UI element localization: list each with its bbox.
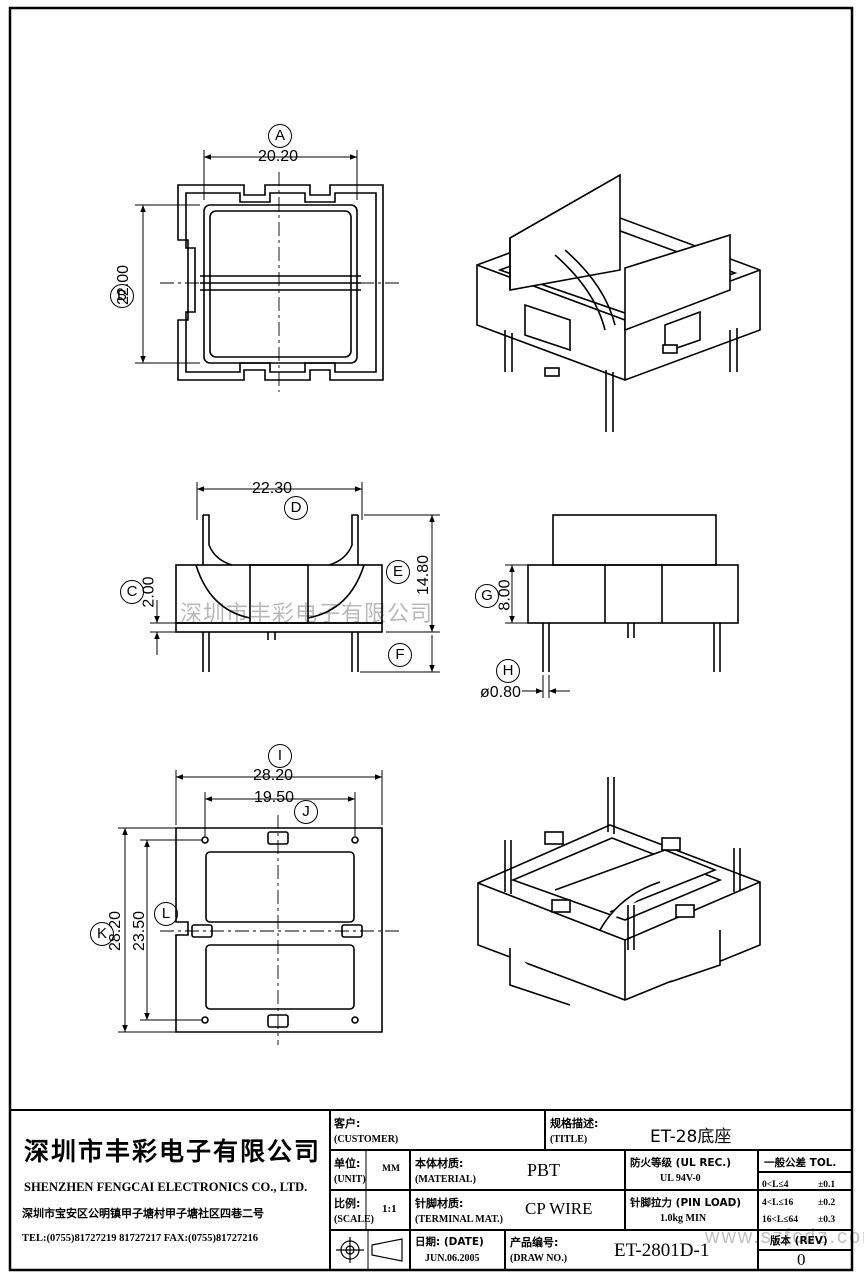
iso-view-top <box>476 173 761 432</box>
draw-no-value: ET-2801D-1 <box>614 1240 710 1261</box>
title-label-cn: 规格描述: <box>550 1117 599 1130</box>
front-view <box>175 514 383 672</box>
title-value: ET-28底座 <box>650 1127 732 1147</box>
dim-label-g: 8.00 <box>496 579 514 611</box>
watermark-text: 深圳市丰彩电子有限公司 <box>180 602 434 627</box>
callout-d: D <box>284 496 308 520</box>
callout-a: A <box>268 124 292 148</box>
material-label-en: (MATERIAL) <box>415 1174 476 1185</box>
top-view <box>160 172 400 392</box>
callout-b: B <box>110 284 134 308</box>
dim-a <box>203 150 358 200</box>
unit-label-cn: 单位: <box>334 1157 361 1170</box>
tol-value-2: ±0.2 <box>818 1198 836 1208</box>
scale-label-en: (SCALE) <box>334 1214 375 1225</box>
date-value: JUN.06.2005 <box>425 1253 480 1264</box>
callout-k: K <box>90 922 114 946</box>
company-contact: TEL:(0755)81727219 81727217 FAX:(0755)81… <box>22 1233 259 1244</box>
url-watermark: www.szfcdz.com <box>705 1226 864 1248</box>
unit-value: MM <box>382 1164 400 1174</box>
callout-l: L <box>154 902 178 926</box>
title-block-grid <box>9 1109 853 1271</box>
terminal-label-en: (TERMINAL MAT.) <box>415 1214 503 1225</box>
company-name-cn: 深圳市丰彩电子有限公司 <box>24 1137 322 1166</box>
dim-label-c-top: 22.30 <box>252 480 293 497</box>
dim-label-l: 23.50 <box>131 910 149 952</box>
dims-side <box>505 564 570 698</box>
dim-label-i: 28.20 <box>253 767 294 784</box>
material-label-cn: 本体材质: <box>415 1157 464 1170</box>
callout-g: G <box>475 584 499 608</box>
dims-front <box>150 482 440 673</box>
tol-value-1: ±0.1 <box>818 1180 836 1190</box>
draw-no-label-cn: 产品编号: <box>510 1236 559 1249</box>
dim-label-height: 14.80 <box>415 554 433 596</box>
title-label-en: (TITLE) <box>550 1134 588 1145</box>
rev-label: 版本 (REV) <box>770 1235 828 1247</box>
tol-value-3: ±0.3 <box>818 1215 836 1225</box>
callout-e: E <box>386 560 410 584</box>
pin-load-value: 1.0kg MIN <box>660 1213 707 1224</box>
draw-no-label-en: (DRAW NO.) <box>510 1253 568 1264</box>
material-value: PBT <box>527 1160 561 1180</box>
tol-range-1: 0<L≤4 <box>762 1180 789 1190</box>
projection-symbol <box>336 1237 403 1263</box>
pin-load-label: 针脚拉力 (PIN LOAD) <box>630 1197 742 1209</box>
tol-range-3: 16<L≤64 <box>762 1215 798 1225</box>
scale-label-cn: 比例: <box>334 1197 361 1210</box>
terminal-label-cn: 针脚材质: <box>415 1197 464 1210</box>
customer-label-cn: 客户: <box>334 1117 361 1130</box>
dim-label-j: 19.50 <box>254 789 295 806</box>
fire-rating-value: UL 94V-0 <box>660 1173 701 1184</box>
customer-label-en: (CUSTOMER) <box>334 1134 399 1145</box>
callout-j: J <box>294 800 318 824</box>
tol-range-2: 4<L≤16 <box>762 1198 794 1208</box>
company-name-en: SHENZHEN FENGCAI ELECTRONICS CO., LTD. <box>24 1180 308 1194</box>
callout-h: H <box>496 659 520 683</box>
callout-c: C <box>120 580 144 604</box>
dim-label-h: ø0.80 <box>480 684 521 701</box>
company-address: 深圳市宝安区公明镇甲子塘村甲子塘社区四巷二号 <box>22 1207 264 1220</box>
date-label: 日期: (DATE) <box>415 1236 484 1248</box>
iso-view-bottom <box>477 777 761 1006</box>
dim-b <box>135 204 200 364</box>
drawing-border <box>8 6 854 1272</box>
unit-label-en: (UNIT) <box>334 1174 366 1185</box>
callout-f: F <box>388 643 412 667</box>
tolerance-label: 一般公差 TOL. <box>764 1157 837 1169</box>
rev-value: 0 <box>797 1250 806 1269</box>
terminal-value: CP WIRE <box>525 1199 593 1218</box>
fire-rating-label: 防火等级 (UL REC.) <box>630 1157 732 1169</box>
dims-bottom <box>118 770 383 1033</box>
bottom-view <box>160 815 400 1045</box>
side-view <box>527 514 739 672</box>
scale-value: 1:1 <box>382 1203 397 1215</box>
callout-i: I <box>268 744 292 768</box>
dim-label-a: 20.20 <box>258 148 299 165</box>
